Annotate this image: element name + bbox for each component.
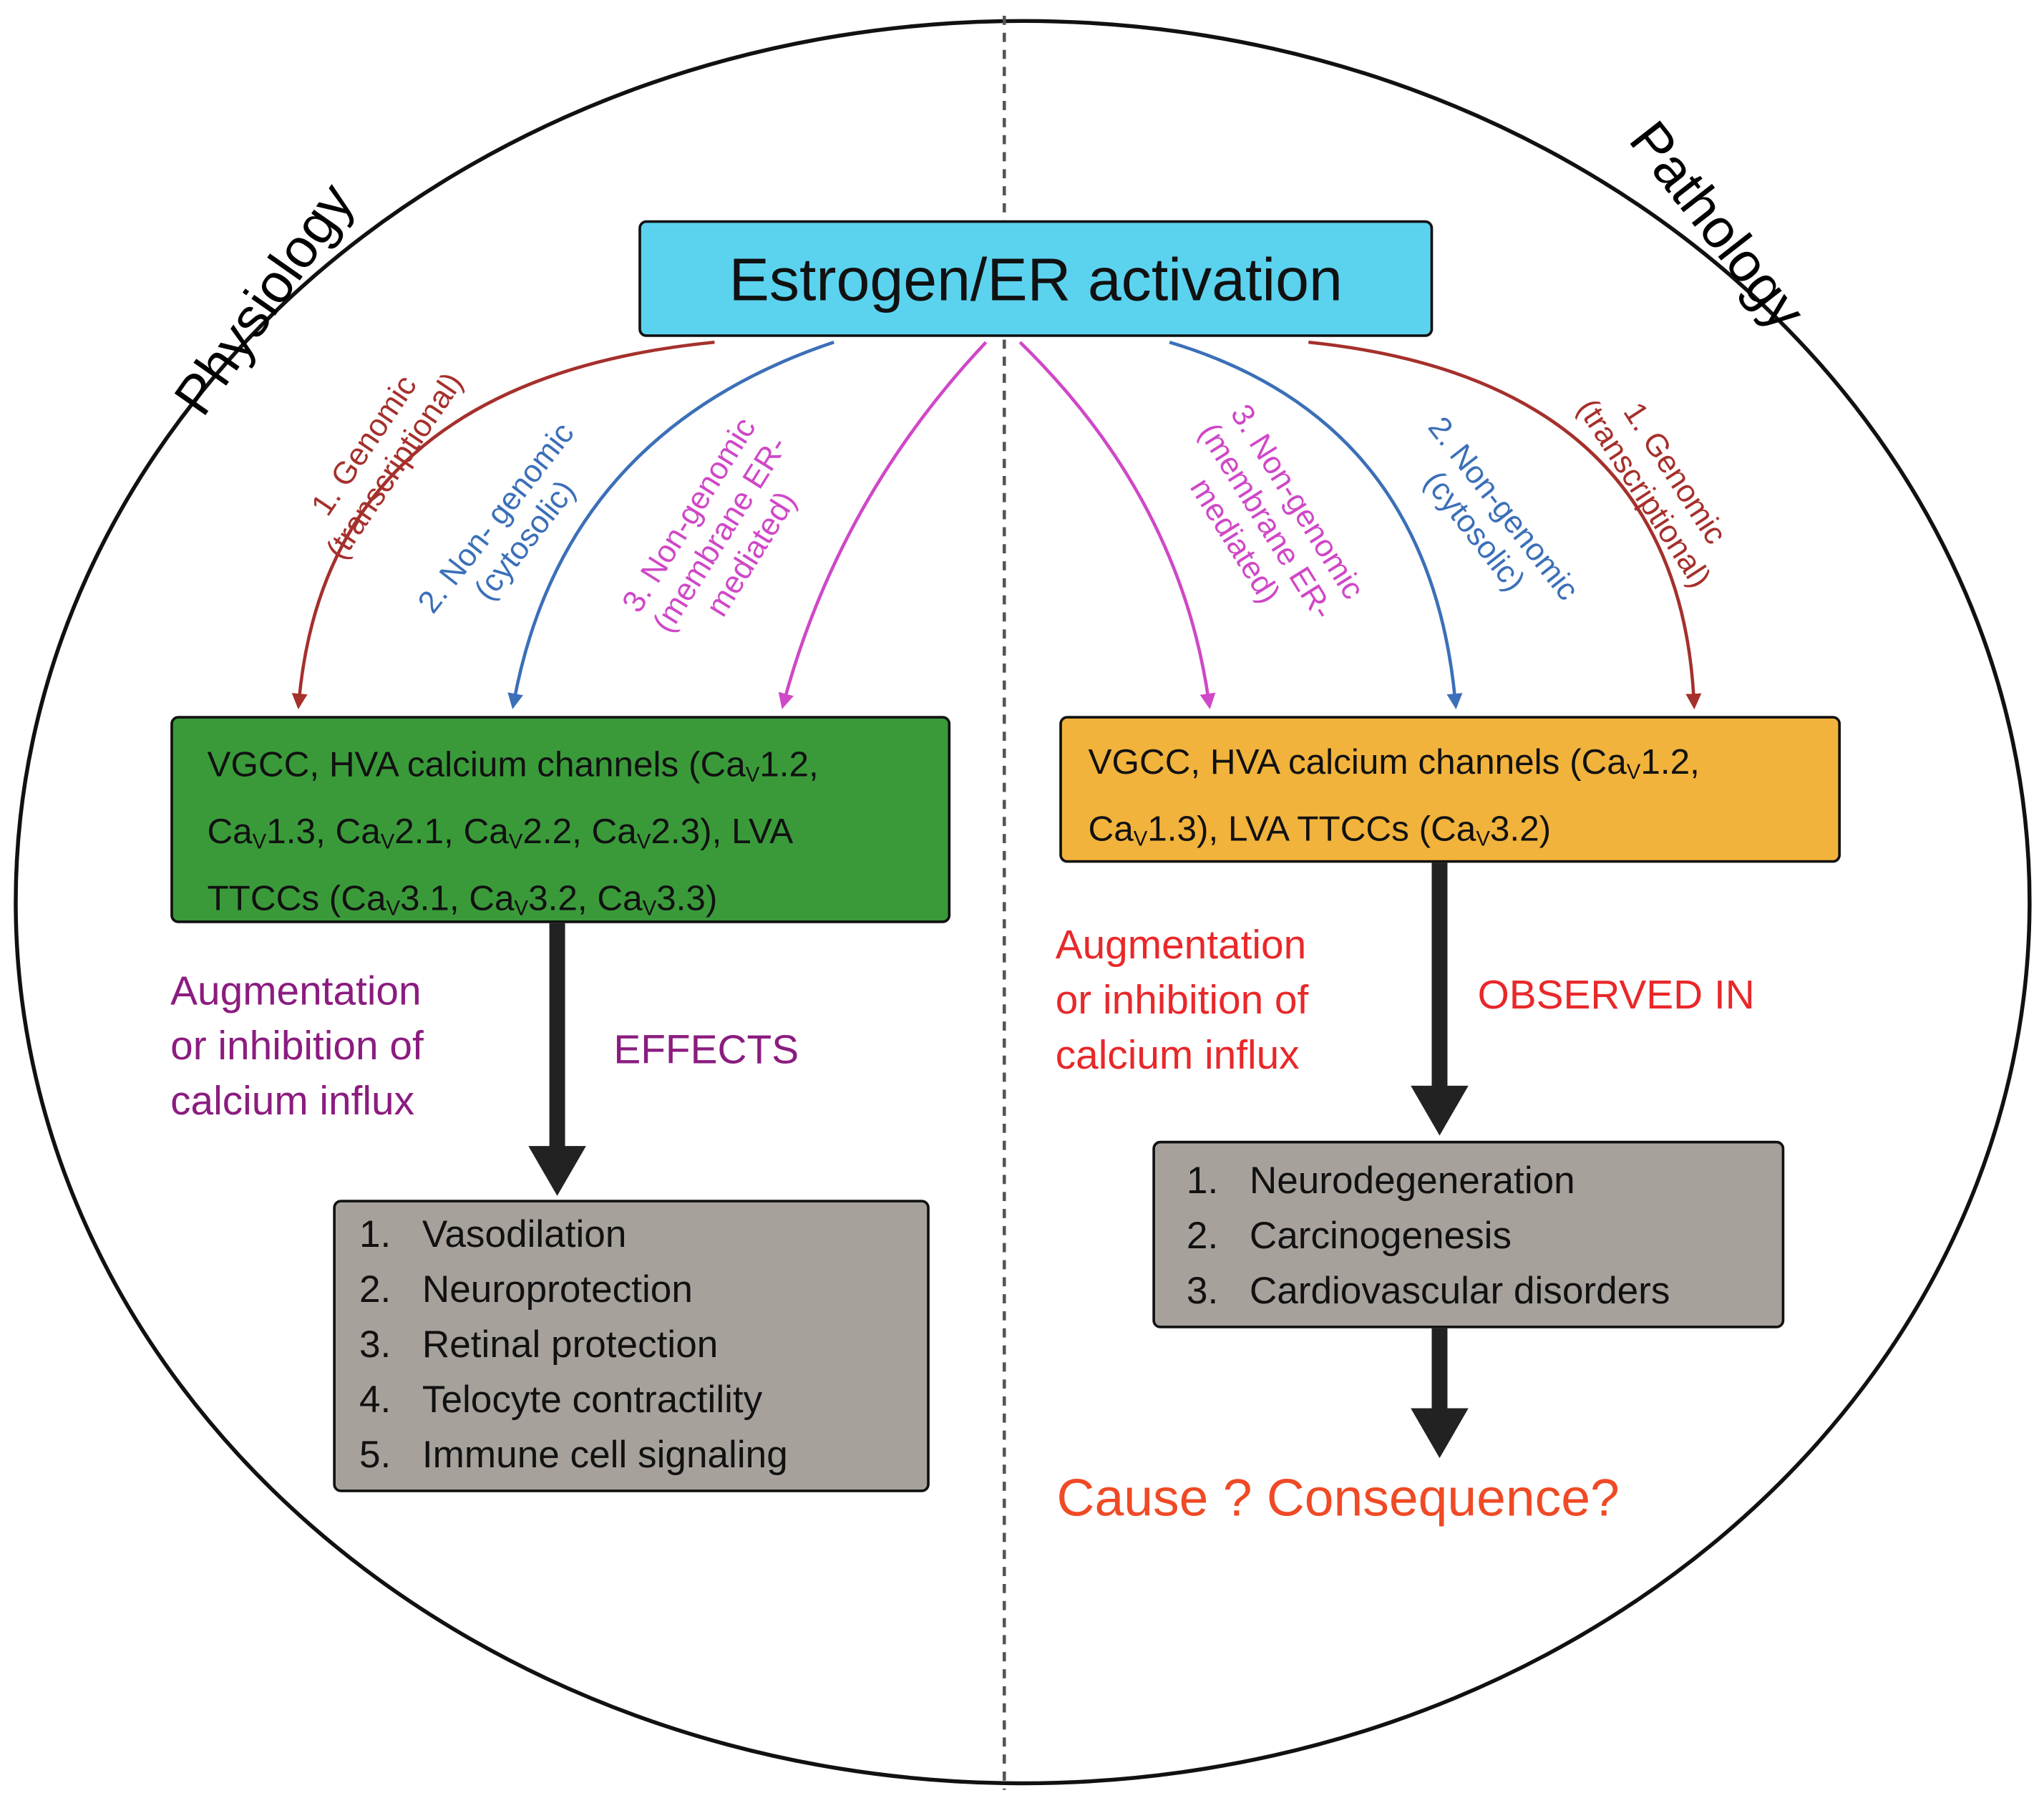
disorders-box: 1.Neurodegeneration 2.Carcinogenesis 3.C…: [1152, 1140, 1785, 1328]
pathology-influx-label: Augmentation or inhibition of calcium in…: [1055, 921, 1309, 1078]
cytosolic-arrow-right: [1169, 340, 1463, 710]
physiology-influx-label: Augmentation or inhibition of calcium in…: [170, 967, 424, 1124]
list-item: 3.Retinal protection: [359, 1323, 719, 1366]
membrane-arrow-left: [778, 341, 988, 709]
genomic-arrow-left: [291, 340, 715, 710]
physiology-channels-line2: CaV1.3, CaV2.1, CaV2.2, CaV2.3), LVA: [207, 811, 794, 854]
list-item: 1.Vasodilation: [359, 1213, 627, 1256]
effects-list: 1.Vasodilation 2.Neuroprotection 3.Retin…: [359, 1207, 927, 1483]
list-item: 1.Neurodegeneration: [1186, 1160, 1575, 1202]
effects-label: EFFECTS: [613, 1026, 799, 1073]
cause-consequence-label: Cause ? Consequence?: [1056, 1469, 1620, 1528]
outer-ellipse: [14, 19, 2032, 1786]
list-item: 2.Carcinogenesis: [1186, 1215, 1512, 1257]
question-arrow-head: [1411, 1408, 1469, 1459]
cytosolic-arrow-left: [507, 340, 834, 709]
estrogen-er-activation-label: Estrogen/ER activation: [729, 244, 1343, 313]
physiology-channels-line3: TTCCs (CaV3.1, CaV3.2, CaV3.3): [207, 878, 718, 921]
list-item: 3.Cardiovascular disorders: [1186, 1270, 1670, 1312]
observed-arrow-head: [1411, 1085, 1469, 1136]
pathology-channels-box: VGCC, HVA calcium channels (CaV1.2, CaV1…: [1059, 716, 1841, 863]
observed-in-label: OBSERVED IN: [1477, 971, 1755, 1018]
effects-box: 1.Vasodilation 2.Neuroprotection 3.Retin…: [333, 1200, 930, 1492]
physiology-channels-line1: VGCC, HVA calcium channels (CaV1.2,: [207, 744, 819, 787]
genomic-arrow-right: [1308, 340, 1702, 710]
effects-arrow-head: [528, 1146, 586, 1196]
membrane-arrow-right: [1018, 341, 1216, 709]
pathology-channels-line1: VGCC, HVA calcium channels (CaV1.2,: [1088, 742, 1700, 784]
disorders-list: 1.Neurodegeneration 2.Carcinogenesis 3.C…: [1187, 1154, 1782, 1319]
physiology-channels-box: VGCC, HVA calcium channels (CaV1.2, CaV1…: [170, 716, 951, 923]
estrogen-er-activation-box: Estrogen/ER activation: [638, 220, 1434, 337]
list-item: 2.Neuroprotection: [359, 1268, 693, 1311]
pathology-channels-line2: CaV1.3), LVA TTCCs (CaV3.2): [1088, 809, 1552, 851]
list-item: 5.Immune cell signaling: [359, 1434, 788, 1476]
list-item: 4.Telocyte contractility: [359, 1379, 763, 1421]
